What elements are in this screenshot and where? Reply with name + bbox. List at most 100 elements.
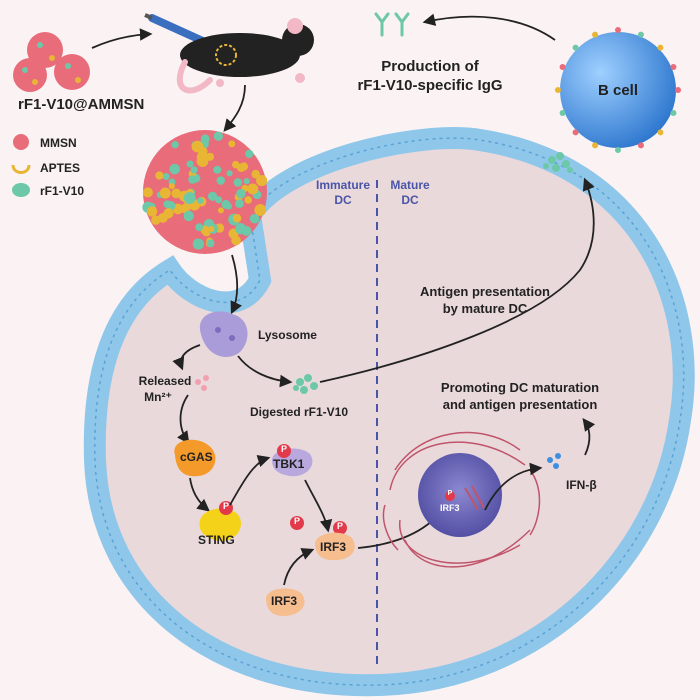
arrow-to-cgas <box>177 394 190 445</box>
released-mn-line-2: Mn²⁺ <box>144 390 172 404</box>
b-cell-receptor <box>592 31 599 38</box>
legend-icons <box>11 134 31 197</box>
particle-surface-dot <box>233 178 243 187</box>
arrow-to-digested <box>237 355 293 388</box>
irf3-icon <box>265 588 305 616</box>
particle-surface-dot <box>155 171 164 180</box>
nucleus-icon <box>418 453 502 537</box>
arrow-to-lysosome <box>230 254 242 315</box>
b-cell-receptor <box>657 129 664 136</box>
rf1-v10-blob-icon <box>12 183 30 197</box>
arrow-to-syringe <box>91 28 153 49</box>
particle-surface-dot <box>250 185 258 193</box>
phospho-label-sting: P <box>222 501 230 511</box>
arrow-ifn-to-maturation <box>582 417 596 456</box>
digested-label: Digested rF1-V10 <box>250 405 349 419</box>
phospho-icon <box>290 516 304 530</box>
cgas-label: cGAS <box>180 450 213 464</box>
particle-surface-dot <box>251 215 260 224</box>
antigen-presentation-line-2: by mature DC <box>442 301 528 316</box>
particle-surface-dot <box>169 163 180 175</box>
particle-surface-dot <box>228 140 236 148</box>
particle-surface-dot <box>142 187 153 198</box>
nucleus-irf3-label: IRF3 <box>440 503 460 513</box>
b-cell-receptor <box>555 87 561 93</box>
particle-surface-dot <box>186 160 194 168</box>
promoting-line-2: and antigen presentation <box>442 397 598 412</box>
arrow-to-big-particle <box>223 84 246 132</box>
particle-surface-dot <box>232 214 242 223</box>
particle-surface-dot <box>151 215 161 225</box>
antigen-presentation-line-1: Antigen presentation <box>419 284 551 299</box>
b-cell-receptor <box>657 44 664 51</box>
mn-ions-icon <box>195 375 209 391</box>
particle-surface-dot <box>235 199 244 209</box>
nanoparticle-icon <box>13 32 90 92</box>
promoting-line-1: Promoting DC maturation <box>440 380 600 395</box>
phospho-label-a: P <box>293 516 301 526</box>
ifn-label: IFN-β <box>566 478 597 492</box>
igg-production-line-2: rF1-V10-specific IgG <box>357 77 503 94</box>
particle-surface-dot <box>251 169 260 179</box>
b-cell-receptor <box>637 142 644 149</box>
mature-dc-line-2: DC <box>401 193 419 207</box>
arrow-antigen-presentation <box>319 177 595 383</box>
sting-label: STING <box>198 533 235 547</box>
particle-surface-dot <box>163 208 174 219</box>
particle-surface-dot <box>196 197 204 204</box>
legend-mmsn-label: MMSN <box>40 136 77 150</box>
particle-surface-dot <box>217 207 224 214</box>
mouse-icon <box>176 18 314 94</box>
particle-surface-dot <box>236 188 246 199</box>
particle-surface-dot <box>206 239 215 248</box>
irf3-phospho-label: IRF3 <box>320 540 347 554</box>
particle-surface-dot <box>207 191 218 201</box>
b-cell-receptor <box>675 87 681 93</box>
tbk1-icon <box>271 444 313 477</box>
ifn-icon <box>547 453 561 469</box>
particle-surface-dot <box>171 188 182 199</box>
particle-surface-dot <box>231 235 241 246</box>
particle-surface-dot <box>208 225 215 233</box>
particle-surface-dot <box>195 223 204 232</box>
particle-surface-dot <box>168 183 175 190</box>
digested-antigen-icon <box>293 374 318 394</box>
antibody-icon <box>374 12 410 37</box>
tbk1-label: TBK1 <box>273 457 305 471</box>
particle-surface-dot <box>183 192 196 204</box>
arrow-to-ifn <box>484 462 543 511</box>
irf3-phospho-icon <box>314 532 355 561</box>
b-cell-receptor <box>670 109 677 116</box>
b-cell-receptor <box>572 44 579 51</box>
b-cell-receptor <box>615 147 621 153</box>
lysosome-icon <box>199 311 248 357</box>
arrow-to-antibodies <box>422 13 556 41</box>
mature-dc-line-1: Mature <box>390 178 430 192</box>
particle-surface-dot <box>188 175 197 184</box>
legend-rf1-v10-label: rF1-V10 <box>40 184 85 198</box>
particle-surface-dot <box>162 172 170 181</box>
particle-surface-dot <box>239 162 249 171</box>
particle-surface-dot <box>256 175 268 187</box>
phospho-icon <box>333 521 347 535</box>
b-cell-receptor <box>559 64 566 71</box>
big-nanoparticle-icon <box>142 130 268 254</box>
arrow-to-mn <box>172 344 201 371</box>
b-cell-receptor <box>637 31 644 38</box>
b-cell-receptor <box>572 129 579 136</box>
particle-surface-dot <box>190 166 198 174</box>
arrow-irf3-activation <box>283 548 315 586</box>
particle-surface-dot <box>171 141 179 149</box>
irf3-label: IRF3 <box>271 594 298 608</box>
particle-surface-dot <box>226 170 233 177</box>
b-cell-receptor <box>615 27 621 33</box>
immature-dc-line-1: Immature <box>315 178 371 192</box>
er-icon <box>382 431 541 568</box>
aptes-arc-icon <box>11 164 31 174</box>
particle-surface-dot <box>215 196 223 204</box>
immature-dc-line-2: DC <box>334 193 352 207</box>
arrow-tbk1-to-irf3 <box>304 479 333 533</box>
released-mn-line-1: Released <box>138 374 192 388</box>
